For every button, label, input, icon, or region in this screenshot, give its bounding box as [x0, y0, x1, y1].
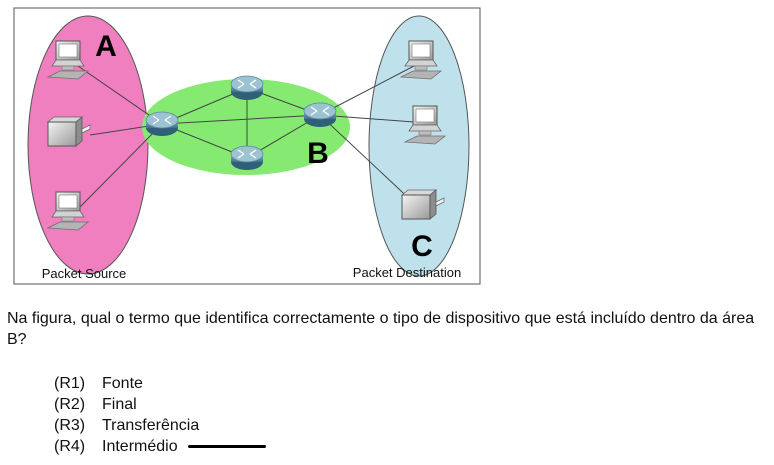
- question-text: Na figura, qual o termo que identifica c…: [7, 310, 755, 348]
- destination-area: [368, 15, 470, 277]
- network-diagram: A B C Packet Source Packet Destination: [13, 7, 481, 285]
- option-code: (R2): [54, 396, 86, 413]
- option-label: Fonte: [102, 375, 143, 392]
- option-label: Transferência: [102, 417, 200, 434]
- packet-destination-caption: Packet Destination: [353, 265, 461, 280]
- router-icon: [145, 111, 179, 137]
- answer-options: (R1) Fonte (R2) Final (R3) Transferência…: [54, 373, 266, 457]
- area-b-label: B: [307, 137, 329, 170]
- option-code: (R1): [54, 375, 86, 392]
- router-icon: [303, 102, 337, 128]
- option-r4[interactable]: (R4) Intermédio: [54, 436, 266, 457]
- option-code: (R3): [54, 417, 86, 434]
- option-code: (R4): [54, 438, 86, 455]
- option-label: Final: [102, 396, 137, 413]
- option-r1[interactable]: (R1) Fonte: [54, 373, 266, 394]
- option-r2[interactable]: (R2) Final: [54, 394, 266, 415]
- option-r3[interactable]: (R3) Transferência: [54, 415, 266, 436]
- network-area-b: [142, 79, 350, 175]
- source-area: [27, 15, 149, 275]
- router-icon: [230, 75, 264, 101]
- packet-source-caption: Packet Source: [42, 266, 127, 281]
- router-icon: [230, 145, 264, 171]
- area-c-label: C: [411, 230, 433, 263]
- selected-answer-mark: [187, 445, 266, 448]
- area-a-label: A: [95, 30, 117, 63]
- option-label: Intermédio: [102, 438, 178, 455]
